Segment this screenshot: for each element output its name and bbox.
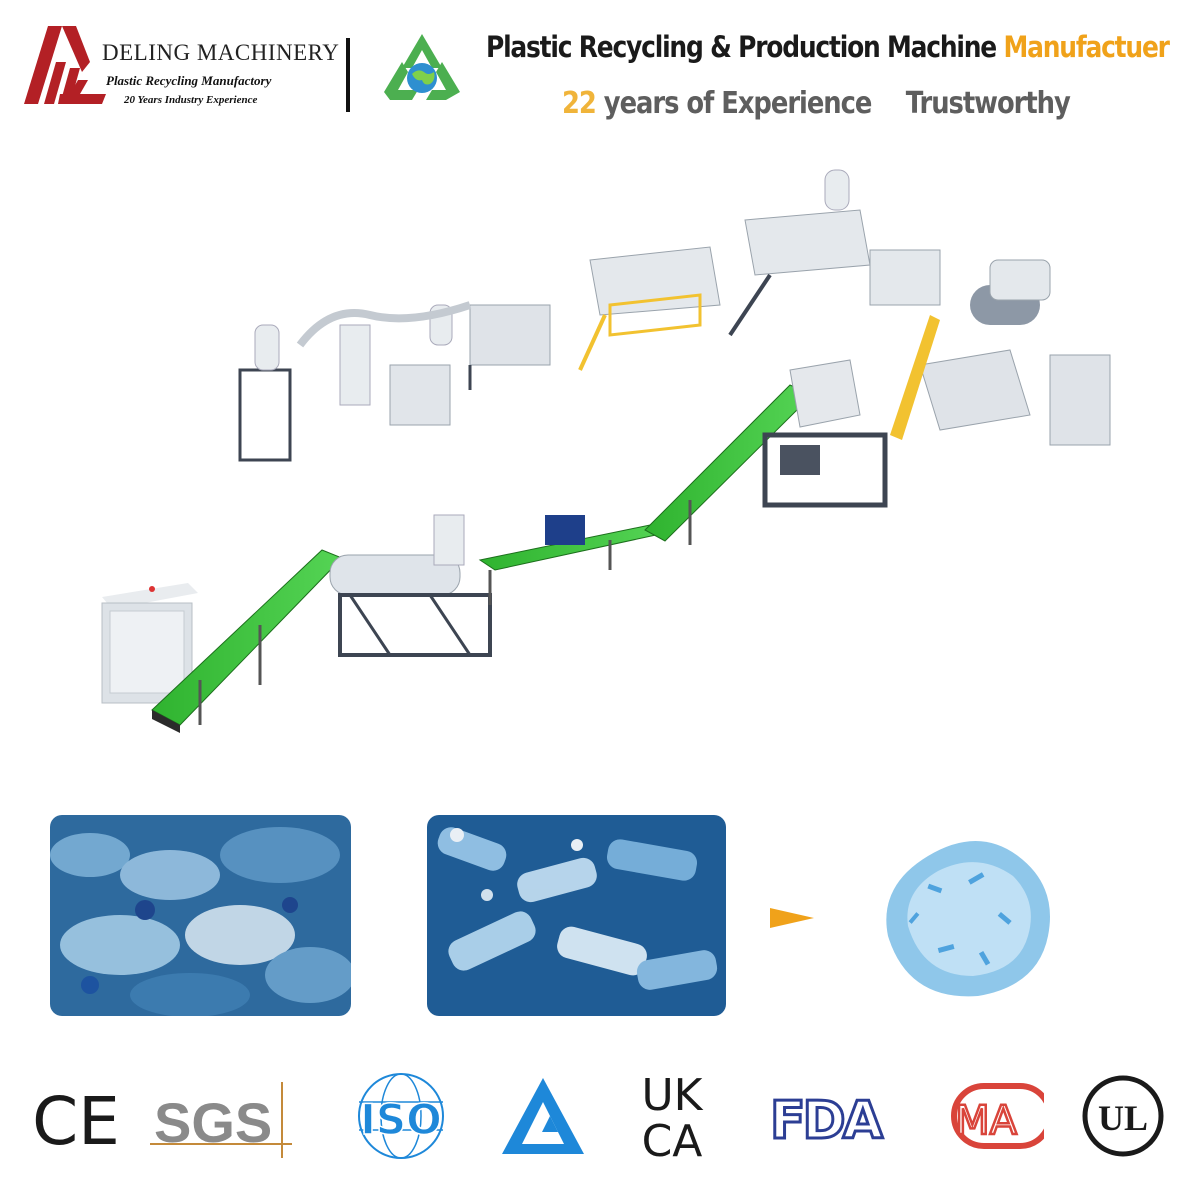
ce-mark-text: CE bbox=[32, 1083, 120, 1160]
flow-arrow-icon bbox=[770, 908, 814, 928]
dewatering-machine bbox=[869, 249, 1051, 306]
cma-mark-text: MA bbox=[955, 1098, 1018, 1144]
feed-conveyor bbox=[151, 549, 343, 733]
experience-text: years of Experience bbox=[595, 86, 873, 121]
fda-logo-text: FDA bbox=[770, 1091, 883, 1151]
fda-logo-icon: FDA bbox=[769, 1090, 888, 1153]
brand-experience: 20 Years Industry Experience bbox=[124, 94, 258, 106]
headline: Plastic Recycling & Production Machine M… bbox=[486, 30, 1170, 64]
ul-mark-icon: UL bbox=[1082, 1075, 1164, 1157]
subline: 22 years of Experience Trustworthy bbox=[562, 86, 1071, 121]
dryer-silo bbox=[238, 301, 551, 462]
sorting-conveyor bbox=[478, 515, 667, 605]
control-cabinet bbox=[101, 583, 198, 704]
ukca-top-text: UK bbox=[641, 1072, 703, 1121]
float-tank-1 bbox=[578, 246, 721, 371]
trustworthy-text: Trustworthy bbox=[905, 86, 1071, 121]
hot-washer bbox=[890, 285, 1111, 446]
headline-accent: Manufactuer bbox=[1003, 30, 1169, 64]
cma-mark-icon: MA bbox=[951, 1083, 1044, 1149]
ul-mark-text: UL bbox=[1098, 1098, 1148, 1138]
triangle-cert-icon bbox=[502, 1078, 584, 1154]
brand-tagline: Plastic Recycling Manufactory bbox=[106, 73, 272, 88]
ukca-bottom-text: CA bbox=[642, 1116, 703, 1160]
iso-logo-icon: ISO bbox=[358, 1073, 444, 1159]
recycling-line-illustration bbox=[101, 169, 1111, 733]
float-tank-2 bbox=[728, 169, 871, 337]
trommel-washer bbox=[329, 514, 492, 657]
clean-bottles-photo bbox=[427, 815, 726, 1016]
crusher bbox=[762, 359, 888, 508]
experience-years: 22 bbox=[562, 86, 597, 121]
header-divider bbox=[346, 38, 350, 112]
ce-mark-icon: CE bbox=[32, 1083, 120, 1160]
pet-flakes-photo bbox=[886, 841, 1050, 997]
raw-bottles-photo bbox=[50, 815, 351, 1016]
headline-main: Plastic Recycling & Production Machine bbox=[486, 30, 1004, 64]
iso-logo-text: ISO bbox=[360, 1095, 442, 1144]
deling-logo-icon bbox=[24, 26, 106, 104]
sgs-logo-icon: SGS bbox=[150, 1082, 292, 1158]
ukca-mark-icon: UK CA bbox=[641, 1072, 703, 1160]
brand-name: DELING MACHINERY bbox=[102, 40, 340, 65]
recycle-icon bbox=[384, 34, 460, 100]
